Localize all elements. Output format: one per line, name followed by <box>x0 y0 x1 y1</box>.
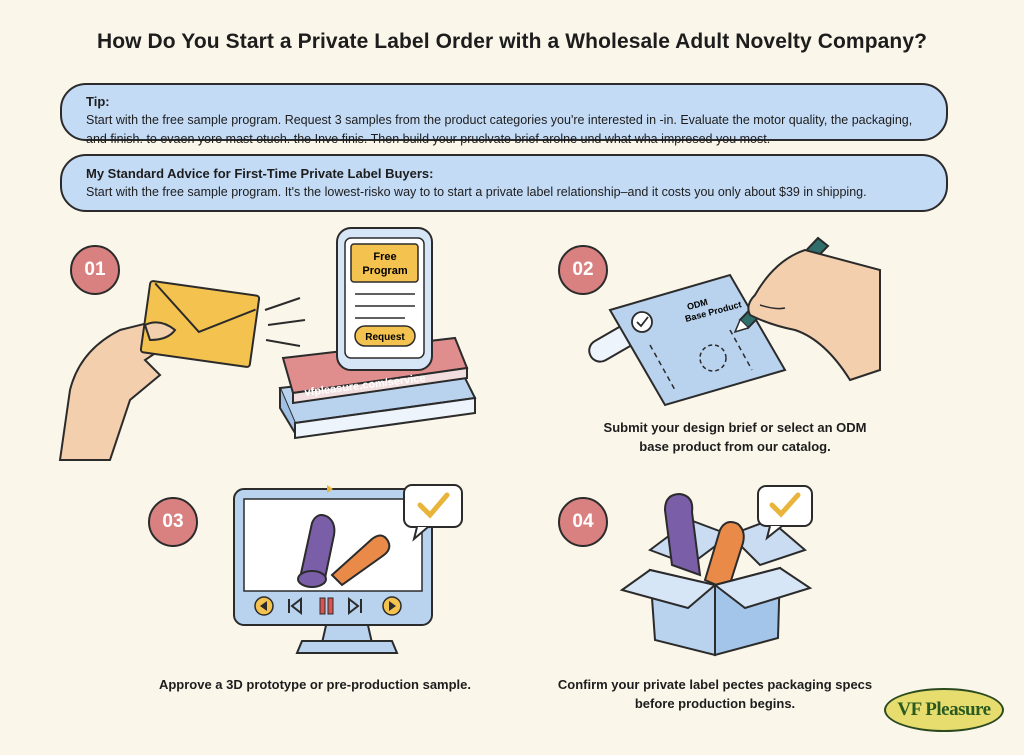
advice-text: Start with the free sample program. It's… <box>86 185 867 199</box>
pause-icon[interactable] <box>327 597 334 615</box>
phone-on-books-illustration: vfpleasure.com/service Free Program Requ… <box>278 227 477 440</box>
check-bubble-icon <box>757 485 813 541</box>
step-02-caption: Submit your design brief or select an OD… <box>603 420 867 454</box>
page-title: How Do You Start a Private Label Order w… <box>96 30 928 53</box>
step-02-badge: 02 <box>558 245 608 295</box>
step-04-badge: 04 <box>558 497 608 547</box>
advice-box: My Standard Advice for First-Time Privat… <box>60 154 948 212</box>
hand-holding-envelope-illustration <box>58 280 306 461</box>
purple-prototype-icon <box>297 514 336 588</box>
purple-product-icon <box>663 492 702 577</box>
vf-pleasure-logo: VF Pleasure <box>884 688 1004 732</box>
step-03-caption: Approve a 3D prototype or pre-production… <box>158 677 472 692</box>
orange-prototype-icon <box>330 534 391 587</box>
tip-text: Start with the free sample program. Requ… <box>86 113 913 146</box>
orange-product-icon <box>703 521 745 592</box>
advice-heading: My Standard Advice for First-Time Privat… <box>86 166 434 181</box>
step-04-caption: Confirm your private label pectes packag… <box>557 677 873 711</box>
envelope-icon <box>139 280 261 368</box>
request-button-label: Request <box>365 332 405 343</box>
open-box-illustration <box>619 485 813 657</box>
phone-title-line-1: Free <box>373 251 396 263</box>
tip-box: Tip: Start with the free sample program.… <box>60 83 948 146</box>
request-button[interactable] <box>354 325 416 347</box>
next-icon[interactable] <box>348 596 362 616</box>
previous-icon[interactable] <box>288 596 302 616</box>
step-01-badge: 01 <box>70 245 120 295</box>
step-03-badge: 03 <box>148 497 198 547</box>
hand-writing-document-illustration: ODM Base Product <box>588 236 881 407</box>
phone-title-line-2: Program <box>362 265 407 277</box>
tip-heading: Tip: <box>86 94 110 109</box>
check-icon <box>636 316 649 328</box>
check-bubble-icon <box>403 484 463 542</box>
monitor-prototype-illustration <box>233 484 463 654</box>
